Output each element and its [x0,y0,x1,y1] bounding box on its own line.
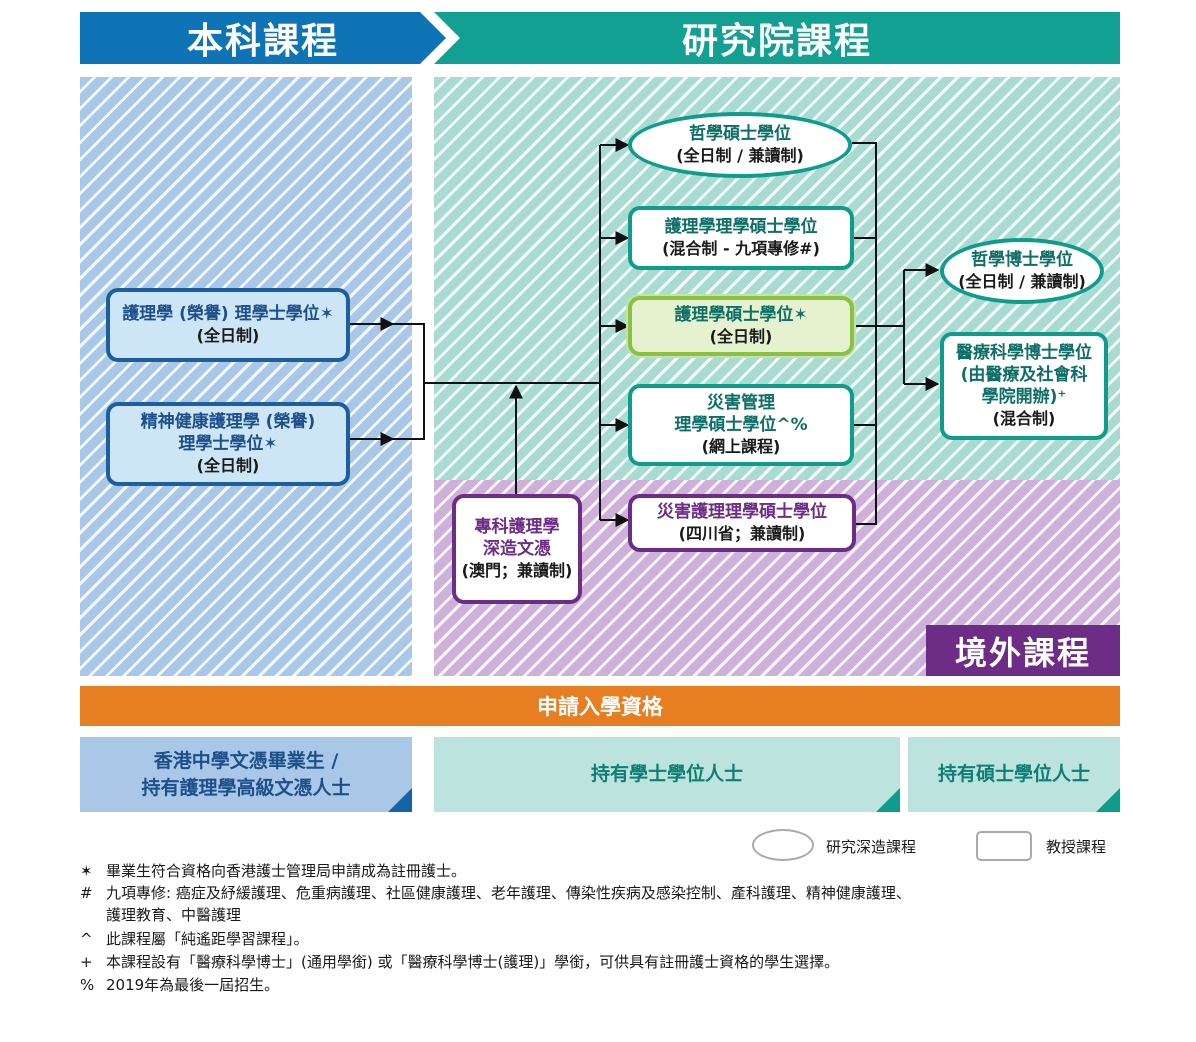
bn-hons-title: 護理學 (榮譽) 理學士學位✶ [122,304,334,324]
macau-diploma-programme[interactable]: 專科護理學 深造文憑 (澳門；兼讀制) [452,494,582,604]
legend-research-label: 研究深造課程 [826,838,917,856]
footnote-percent: % 2019年為最後一屆招生。 [80,974,1080,996]
footnote-percent-text: 2019年為最後一屆招生。 [106,976,280,994]
admission-header-label: 申請入學資格 [537,695,663,719]
bn-hons-mode: (全日制) [196,326,260,345]
footnote-caret-text: 此課程屬「純遙距學習課程」。 [106,930,309,948]
bn-mh-title-2: 理學士學位✶ [178,434,278,454]
undergraduate-region [80,77,412,676]
disaster-sichuan-mode: (四川省；兼讀制) [678,524,806,543]
footnote-plus: + 本課程設有「醫療科學博士」(通用學銜) 或「醫療科學博士(護理)」學銜，可供… [80,951,1080,973]
bn-hons-programme[interactable]: 護理學 (榮譽) 理學士學位✶ (全日制) [106,288,350,362]
footnote-hash: # 九項專修: 癌症及紓緩護理、危重病護理、社區健康護理、老年護理、傳染性疾病及… [80,882,1080,926]
postgraduate-banner-label: 研究院課程 [681,21,872,62]
footnote-hash-symbol: # [80,884,93,902]
dhsc-title-3: 學院開辦)⁺ [981,387,1067,407]
legend-oval-icon [752,829,814,861]
mphil-programme[interactable]: 哲學碩士學位 (全日制 / 兼讀制) [628,112,852,178]
footnote-star: ✶ 畢業生符合資格向香港護士管理局申請成為註冊護士。 [80,860,1080,882]
footnote-caret: ^ 此課程屬「純遙距學習課程」。 [80,928,1080,950]
phd-title: 哲學博士學位 [971,250,1073,270]
footnote-percent-symbol: % [80,976,95,994]
dhsc-title-2: (由醫療及社會科 [960,365,1088,385]
macau-title-2: 深造文憑 [483,539,551,559]
disaster-title-2: 理學碩士學位^% [674,415,808,435]
phd-programme[interactable]: 哲學博士學位 (全日制 / 兼讀制) [940,238,1104,304]
mphil-title: 哲學碩士學位 [689,124,791,144]
footnote-caret-symbol: ^ [80,930,93,948]
disaster-nursing-sichuan-programme[interactable]: 災害護理理學碩士學位 (四川省；兼讀制) [628,494,856,552]
admission-bachelor: 持有學士學位人士 [434,737,900,812]
mn-mode: (全日制) [709,327,773,346]
overseas-banner: 境外課程 [926,625,1120,676]
macau-title-1: 專科護理學 [474,517,560,537]
footnote-plus-text: 本課程設有「醫療科學博士」(通用學銜) 或「醫療科學博士(護理)」學銜，可供具有… [106,953,840,971]
footnote-star-symbol: ✶ [80,862,93,880]
dhsc-mode: (混合制) [992,409,1056,428]
dhsc-title-1: 醫療科學博士學位 [956,343,1092,363]
admission-bachelor-label: 持有學士學位人士 [590,763,743,785]
disaster-sichuan-title: 災害護理理學碩士學位 [657,502,827,522]
undergraduate-banner: 本科課程 [80,12,446,64]
fold-corner-icon [1096,788,1120,812]
msc-nursing-title: 護理學理學碩士學位 [664,217,818,237]
collector-right [852,142,877,525]
overseas-banner-label: 境外課程 [954,633,1091,672]
disaster-mode: (網上課程) [701,437,781,456]
legend-taught-label: 教授課程 [1046,838,1107,856]
bn-mental-health-programme[interactable]: 精神健康護理學 (榮譽) 理學士學位✶ (全日制) [106,402,350,486]
fold-corner-icon [876,788,900,812]
admission-master-label: 持有碩士學位人士 [937,763,1090,785]
flow-connectors [350,138,940,527]
mn-title: 護理學碩士學位✶ [674,305,808,325]
msc-nursing-programme[interactable]: 護理學理學碩士學位 (混合制 - 九項專修#) [628,206,854,270]
admission-master: 持有碩士學位人士 [908,737,1120,812]
admission-header: 申請入學資格 [80,686,1120,726]
footnote-plus-symbol: + [80,953,93,971]
msc-nursing-mode: (混合制 - 九項專修#) [662,239,820,258]
mn-programme[interactable]: 護理學碩士學位✶ (全日制) [628,296,854,356]
dhsc-programme[interactable]: 醫療科學博士學位 (由醫療及社會科 學院開辦)⁺ (混合制) [940,332,1108,440]
fold-corner-icon [388,788,412,812]
bn-mh-mode: (全日制) [196,456,260,475]
postgraduate-banner: 研究院課程 [434,12,1120,64]
phd-mode: (全日制 / 兼讀制) [958,272,1086,291]
mphil-mode: (全日制 / 兼讀制) [676,146,804,165]
admission-hk-dse: 香港中學文憑畢業生 / 持有護理學高級文憑人士 [80,737,412,812]
macau-mode: (澳門；兼讀制) [461,561,573,580]
merge-undergrad [393,323,425,440]
footnote-hash-text: 九項專修: 癌症及紓緩護理、危重病護理、社區健康護理、老年護理、傳染性疾病及感染… [106,884,911,902]
legend-box-icon [976,831,1032,861]
disaster-title-1: 災害管理 [707,393,775,413]
admission-hk-line1: 香港中學文憑畢業生 / [153,749,339,772]
footnote-star-text: 畢業生符合資格向香港護士管理局申請成為註冊護士。 [106,862,467,880]
disaster-management-programme[interactable]: 災害管理 理學碩士學位^% (網上課程) [628,384,854,466]
undergraduate-banner-label: 本科課程 [186,21,339,62]
admission-hk-line2: 持有護理學高級文憑人士 [141,776,351,799]
footnote-hash-text-2: 護理教育、中醫護理 [106,906,242,924]
bn-mh-title-1: 精神健康護理學 (榮譽) [140,412,316,432]
